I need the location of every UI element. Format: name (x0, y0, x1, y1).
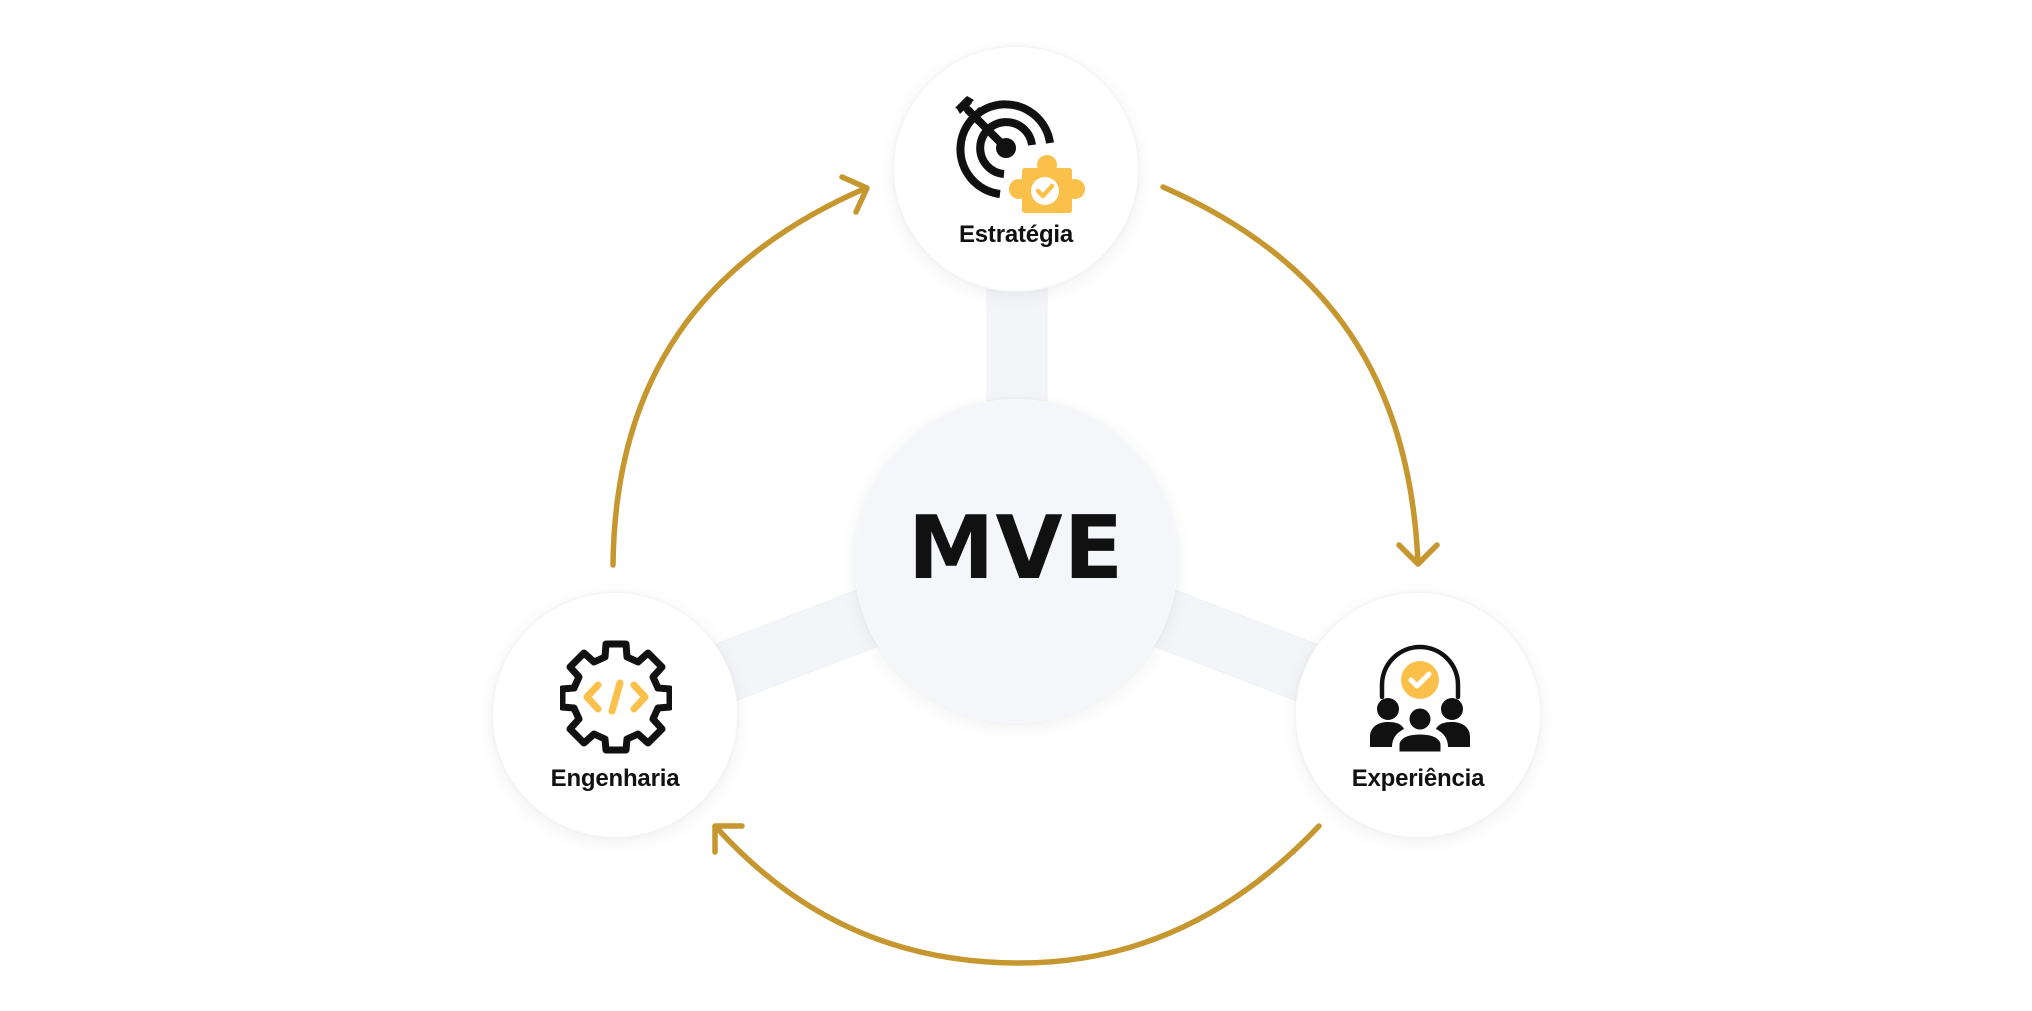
node-engenharia: Engenharia (492, 592, 738, 838)
people-check-icon (1370, 644, 1470, 753)
node-label-experiencia: Experiência (1351, 765, 1485, 792)
node-experiencia: Experiência (1295, 592, 1541, 838)
arrow-estrategia-to-experiencia (1160, 184, 1440, 567)
arrow-engenharia-to-estrategia (610, 174, 870, 568)
arrow-experiencia-to-engenharia (712, 823, 1322, 966)
node-estrategia: Estratégia (893, 46, 1139, 292)
center-node-mve: MVE (854, 399, 1178, 723)
gear-code-icon (560, 640, 672, 754)
center-title: MVE (907, 497, 1125, 599)
target-puzzle-check-icon (955, 96, 1085, 213)
node-label-estrategia: Estratégia (958, 221, 1074, 248)
node-label-engenharia: Engenharia (550, 765, 680, 792)
connector-top (986, 279, 1048, 421)
